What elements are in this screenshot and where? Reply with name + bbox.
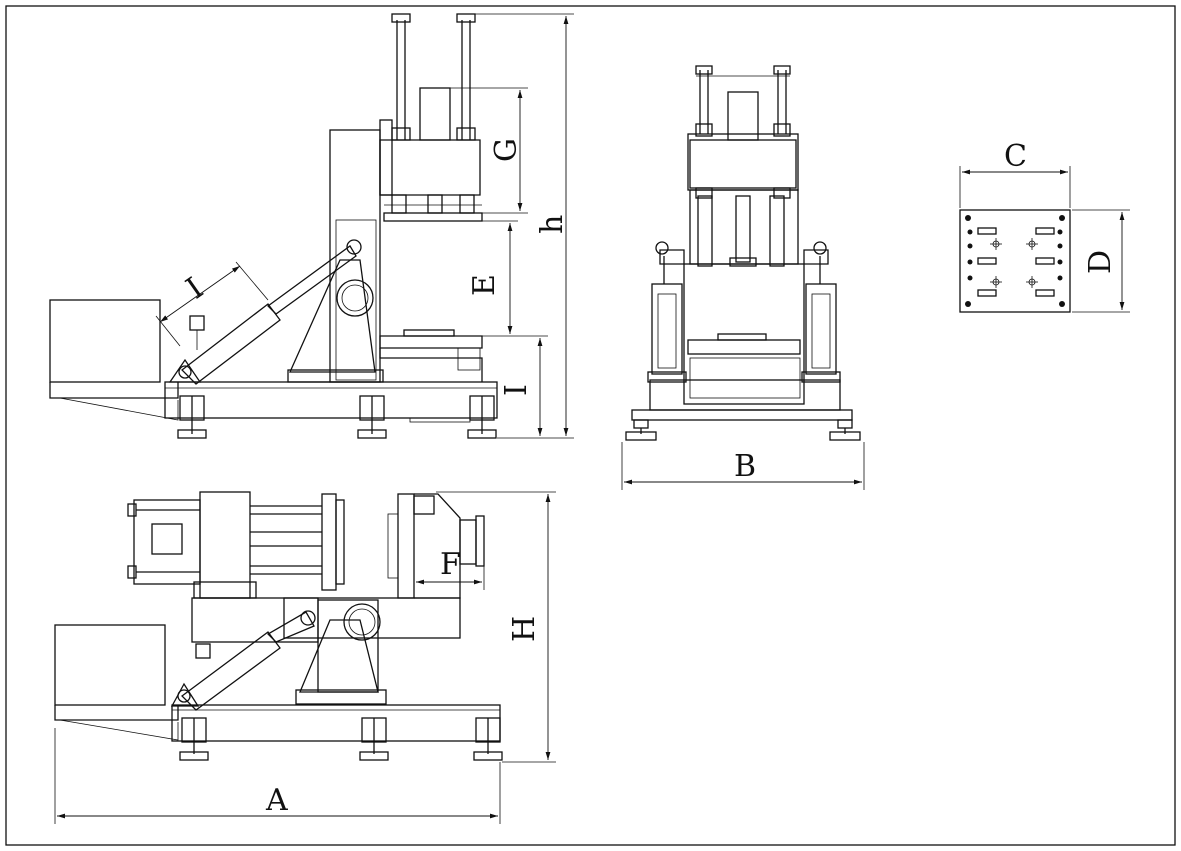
front-right-cylinder — [805, 283, 837, 375]
label-G: G — [489, 138, 524, 162]
motor-box — [49, 299, 161, 383]
dimension-I-vertical: I — [482, 335, 548, 439]
dimension-B: B — [621, 442, 865, 490]
tilt-cylinder — [168, 239, 362, 385]
dimension-H: H — [436, 491, 556, 763]
label-h: h — [535, 215, 570, 234]
leveling-feet — [177, 395, 497, 439]
dimension-F: F — [413, 547, 485, 590]
platen-plate — [959, 209, 1071, 313]
dimension-G: G — [450, 87, 528, 214]
label-I-upper: I — [180, 271, 210, 306]
label-D: D — [1083, 250, 1118, 274]
dimension-D: D — [1072, 209, 1130, 313]
dimension-E: E — [467, 220, 518, 334]
label-I-vertical: I — [499, 384, 534, 396]
platen-detail: C D — [959, 139, 1130, 313]
dimension-I-side: I — [155, 261, 269, 347]
top-view: F H A — [54, 491, 556, 824]
label-F: F — [440, 547, 461, 582]
label-B: B — [734, 449, 756, 484]
dimension-A: A — [54, 728, 501, 824]
drawing-border — [5, 5, 1176, 846]
side-view: I G E I h — [49, 13, 574, 439]
front-left-cylinder — [651, 283, 683, 375]
label-E: E — [467, 274, 502, 296]
top-motor-box — [54, 624, 166, 706]
label-C: C — [1004, 139, 1027, 174]
pivot-wheel — [336, 279, 374, 317]
base-frame — [164, 381, 498, 419]
label-H: H — [507, 616, 542, 642]
main-cylinder — [419, 87, 451, 141]
dimension-C: C — [959, 139, 1071, 208]
label-A: A — [265, 783, 288, 818]
front-view: B — [621, 65, 865, 490]
dimension-h: h — [475, 13, 574, 439]
